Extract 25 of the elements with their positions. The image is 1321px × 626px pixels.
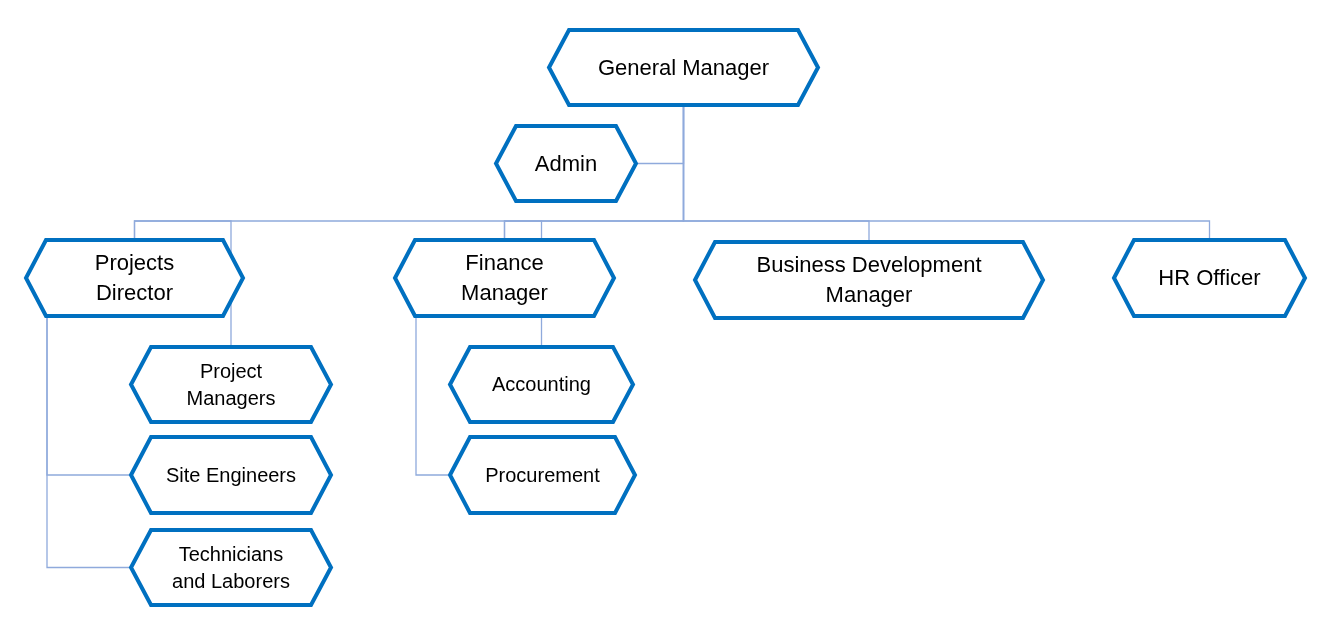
role-label: Accounting bbox=[491, 372, 592, 397]
hexagon-node bbox=[547, 28, 820, 107]
hexagon-node bbox=[448, 345, 635, 424]
role-label: Site Engineers bbox=[164, 462, 298, 488]
role-label: Admin bbox=[533, 149, 599, 178]
connector-line bbox=[682, 106, 1211, 239]
hexagon-node bbox=[129, 345, 333, 424]
hexagon-node bbox=[494, 124, 638, 203]
hexagon-node bbox=[129, 528, 333, 607]
role-label: Project Managers bbox=[185, 358, 277, 411]
hexagon-node bbox=[1112, 238, 1307, 318]
role-label: Business Development Manager bbox=[755, 251, 983, 309]
hexagon-node bbox=[24, 238, 245, 318]
hexagon-node bbox=[129, 435, 333, 515]
role-label: General Manager bbox=[596, 53, 771, 82]
role-label: Finance Manager bbox=[460, 249, 549, 307]
hexagon-node bbox=[448, 435, 637, 515]
role-label: Procurement bbox=[484, 462, 601, 488]
role-label: Technicians and Laborers bbox=[171, 541, 291, 594]
hexagon-node bbox=[693, 240, 1045, 320]
connector-line bbox=[46, 317, 130, 569]
hexagon-node bbox=[393, 238, 616, 318]
connector-line bbox=[415, 317, 449, 476]
role-label: Projects Director bbox=[93, 249, 176, 307]
role-label: HR Officer bbox=[1157, 264, 1262, 293]
